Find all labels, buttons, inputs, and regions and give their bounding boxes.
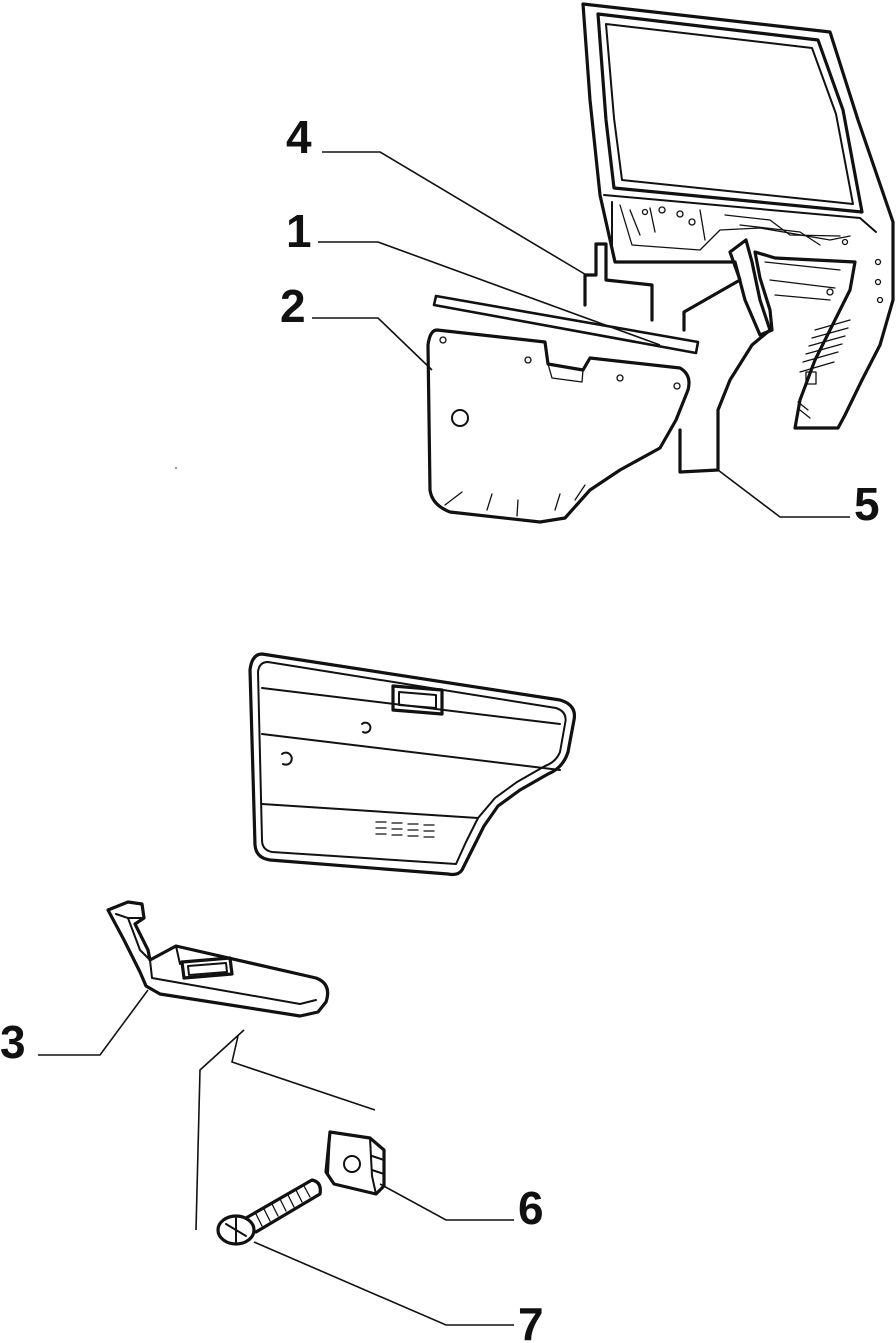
- part-3-armrest: [106, 900, 330, 1018]
- part-7-screw: [216, 1178, 322, 1246]
- leader-lines: [38, 151, 850, 1326]
- door-trim-panel: [248, 652, 577, 877]
- part-2-inner-panel: [426, 328, 691, 524]
- callout-numbers: 4 1 2 5 3 6 7: [0, 111, 880, 1343]
- stray-dot: [175, 467, 177, 469]
- part-4-seal-strip: [583, 242, 654, 322]
- part-5-seal: [678, 238, 772, 474]
- assembly-reference-lines: [195, 1029, 376, 1231]
- callout-1: 1: [286, 205, 312, 257]
- callout-4: 4: [286, 111, 312, 163]
- callout-2: 2: [280, 280, 306, 332]
- callout-7: 7: [518, 1298, 544, 1343]
- callout-3: 3: [0, 1016, 26, 1068]
- part-6-clip-nut: [324, 1130, 386, 1196]
- callout-5: 5: [854, 478, 880, 530]
- callout-6: 6: [518, 1182, 544, 1234]
